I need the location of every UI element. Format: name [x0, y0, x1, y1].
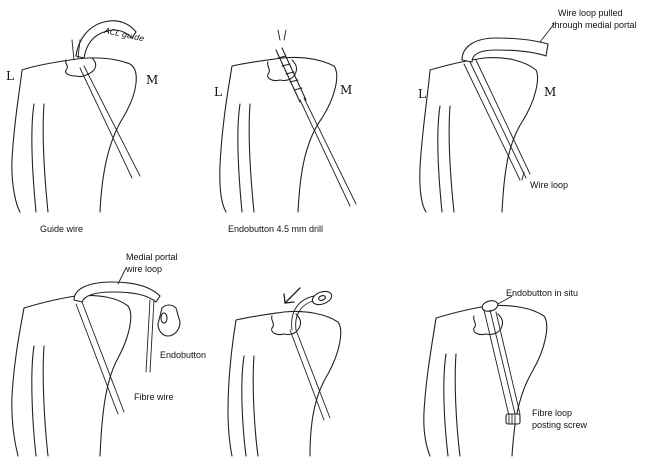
wire-strand [476, 60, 530, 174]
fibula-outline [32, 346, 48, 456]
annotation-through-medial-portal: through medial portal [552, 20, 637, 30]
wire-strand [76, 304, 118, 414]
annotation-wire-loop-pulled: Wire loop pulled [558, 8, 623, 18]
annotation-fibre-wire: Fibre wire [134, 392, 174, 402]
side-medial-label: M [146, 73, 158, 87]
posting-screw [506, 414, 520, 424]
tibia-outline [12, 58, 136, 212]
leader-line [118, 268, 126, 284]
fibre-wire [150, 300, 154, 372]
annotation-posting-screw: posting screw [532, 420, 588, 430]
panel-caption: Guide wire [40, 224, 83, 234]
tibia-outline [12, 295, 131, 456]
endobutton-hole [161, 313, 167, 323]
annotation-endobutton: Endobutton [160, 350, 206, 360]
tibia-outline [424, 305, 547, 456]
panel-endobutton-in-situ: Endobutton in situ Fibre loop posting sc… [424, 288, 588, 456]
pull-direction-arrow [286, 288, 300, 302]
guide-wire [300, 100, 350, 206]
guide-wire [278, 30, 280, 40]
side-medial-label: M [544, 85, 556, 99]
fibula-outline [242, 356, 258, 456]
wire-strand [290, 330, 324, 420]
drill-bit [276, 48, 306, 102]
leader-line [522, 172, 524, 180]
wire-strand [470, 62, 526, 178]
panel-endobutton-drill: L M Endobutton 4.5 mm drill [214, 30, 356, 234]
annotation-wire-loop: wire loop [125, 264, 162, 274]
side-lateral-label: L [214, 85, 222, 99]
annotation-fibre-loop: Fibre loop [532, 408, 572, 418]
side-lateral-label: L [418, 87, 426, 101]
annotation-medial-portal: Medial portal [126, 252, 178, 262]
wire-strand [82, 302, 124, 412]
graft-strand [490, 310, 516, 418]
panel-wire-loop-pulled: L M Wire loop pulled through medial port… [418, 8, 637, 212]
tibia-outline [228, 311, 341, 456]
annotation-endobutton-in-situ: Endobutton in situ [506, 288, 578, 298]
graft-strand [496, 312, 520, 414]
panel-medial-portal: Medial portal wire loop Endobutton Fibre… [12, 252, 206, 456]
wire-strand [464, 64, 520, 180]
fibula-outline [438, 106, 454, 212]
fibre-wire [146, 300, 150, 372]
side-medial-label: M [340, 83, 352, 97]
medial-portal-loop [74, 282, 160, 302]
panel-guide-wire: ACL guide L M Guide wire [6, 21, 158, 234]
tunnel-entry [66, 58, 96, 77]
guide-wire [84, 66, 140, 176]
fibula-outline [238, 104, 254, 212]
graft-strand [484, 310, 510, 420]
tunnel-entry [474, 314, 503, 335]
guide-shaft [72, 40, 74, 60]
guide-wire [284, 30, 286, 40]
panel-pull-through [228, 288, 341, 456]
guide-wire [304, 98, 356, 204]
side-lateral-label: L [6, 69, 14, 83]
fibula-outline [32, 104, 48, 212]
fibula-outline [444, 354, 460, 456]
annotation-wire-loop: Wire loop [530, 180, 568, 190]
wire-strand [296, 330, 330, 418]
panel-caption: Endobutton 4.5 mm drill [228, 224, 323, 234]
